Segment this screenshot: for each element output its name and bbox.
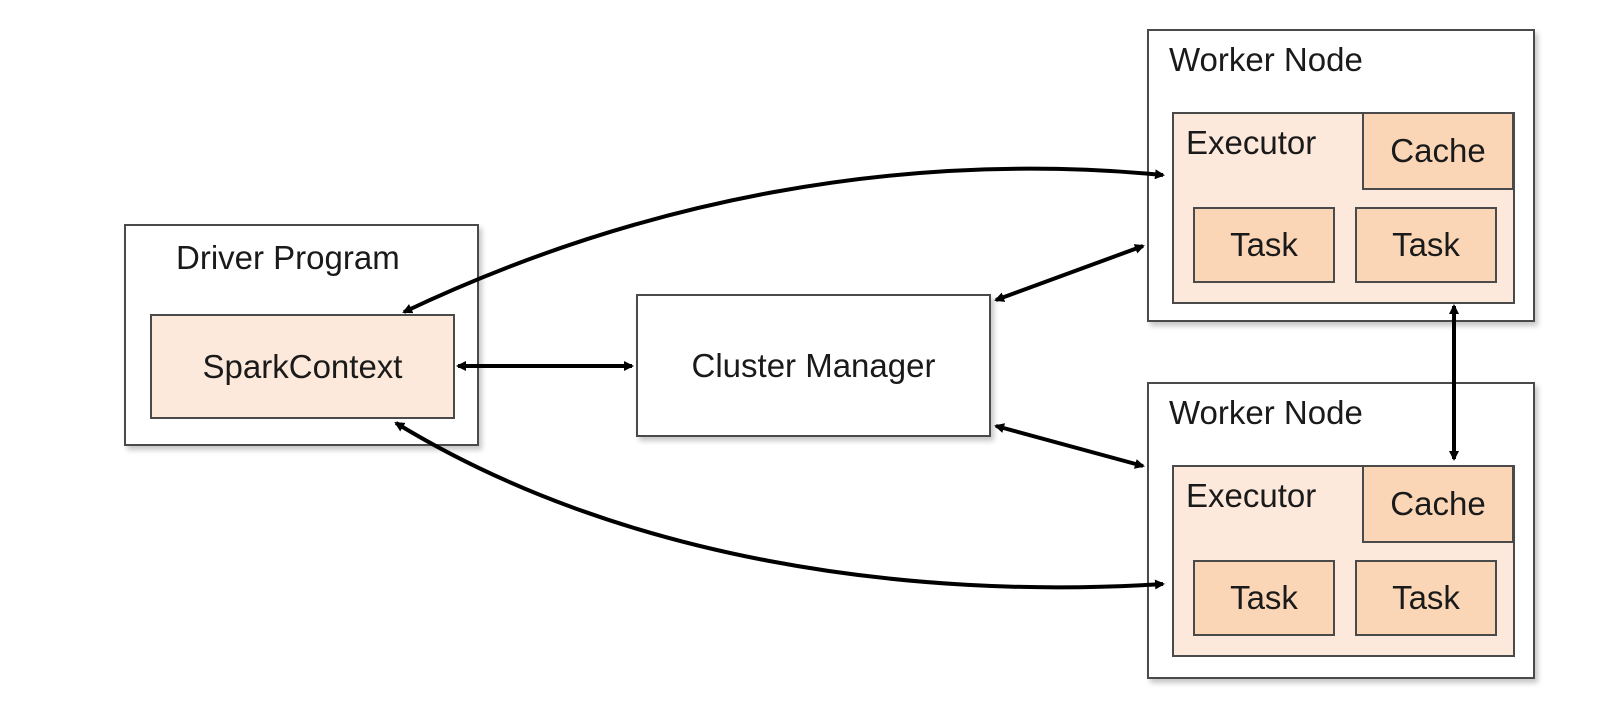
cache-1-label: Cache bbox=[1390, 132, 1486, 169]
arrow-cluster-worker1 bbox=[994, 244, 1145, 302]
worker-node-2-title: Worker Node bbox=[1169, 394, 1363, 431]
executor-2-box: Executor Cache Task Task bbox=[1172, 465, 1515, 657]
cluster-manager-label: Cluster Manager bbox=[691, 346, 936, 384]
worker-node-2-box: Worker Node Executor Cache Task Task bbox=[1147, 382, 1535, 679]
executor-1-label: Executor bbox=[1186, 124, 1317, 161]
task-2a-box: Task bbox=[1193, 560, 1335, 636]
cache-2-label: Cache bbox=[1390, 485, 1486, 522]
task-1a-label: Task bbox=[1230, 226, 1298, 263]
arrow-cluster-worker2 bbox=[994, 423, 1145, 469]
arrow-driver-worker1 bbox=[402, 166, 1165, 314]
task-1b-box: Task bbox=[1355, 207, 1497, 283]
task-1a-box: Task bbox=[1193, 207, 1335, 283]
cluster-manager-box: Cluster Manager bbox=[636, 294, 991, 437]
worker-node-1-title: Worker Node bbox=[1169, 41, 1363, 78]
driver-program-title: Driver Program bbox=[176, 239, 400, 276]
executor-1-box: Executor Cache Task Task bbox=[1172, 112, 1515, 304]
cache-2-box: Cache bbox=[1362, 465, 1514, 543]
cache-1-box: Cache bbox=[1362, 112, 1514, 190]
task-2b-label: Task bbox=[1392, 579, 1460, 616]
task-1b-label: Task bbox=[1392, 226, 1460, 263]
spark-context-box: SparkContext bbox=[150, 314, 455, 419]
task-2b-box: Task bbox=[1355, 560, 1497, 636]
task-2a-label: Task bbox=[1230, 579, 1298, 616]
spark-context-label: SparkContext bbox=[202, 347, 403, 385]
worker-node-1-box: Worker Node Executor Cache Task Task bbox=[1147, 29, 1535, 322]
executor-2-label: Executor bbox=[1186, 477, 1317, 514]
arrow-driver-worker2 bbox=[394, 421, 1165, 590]
